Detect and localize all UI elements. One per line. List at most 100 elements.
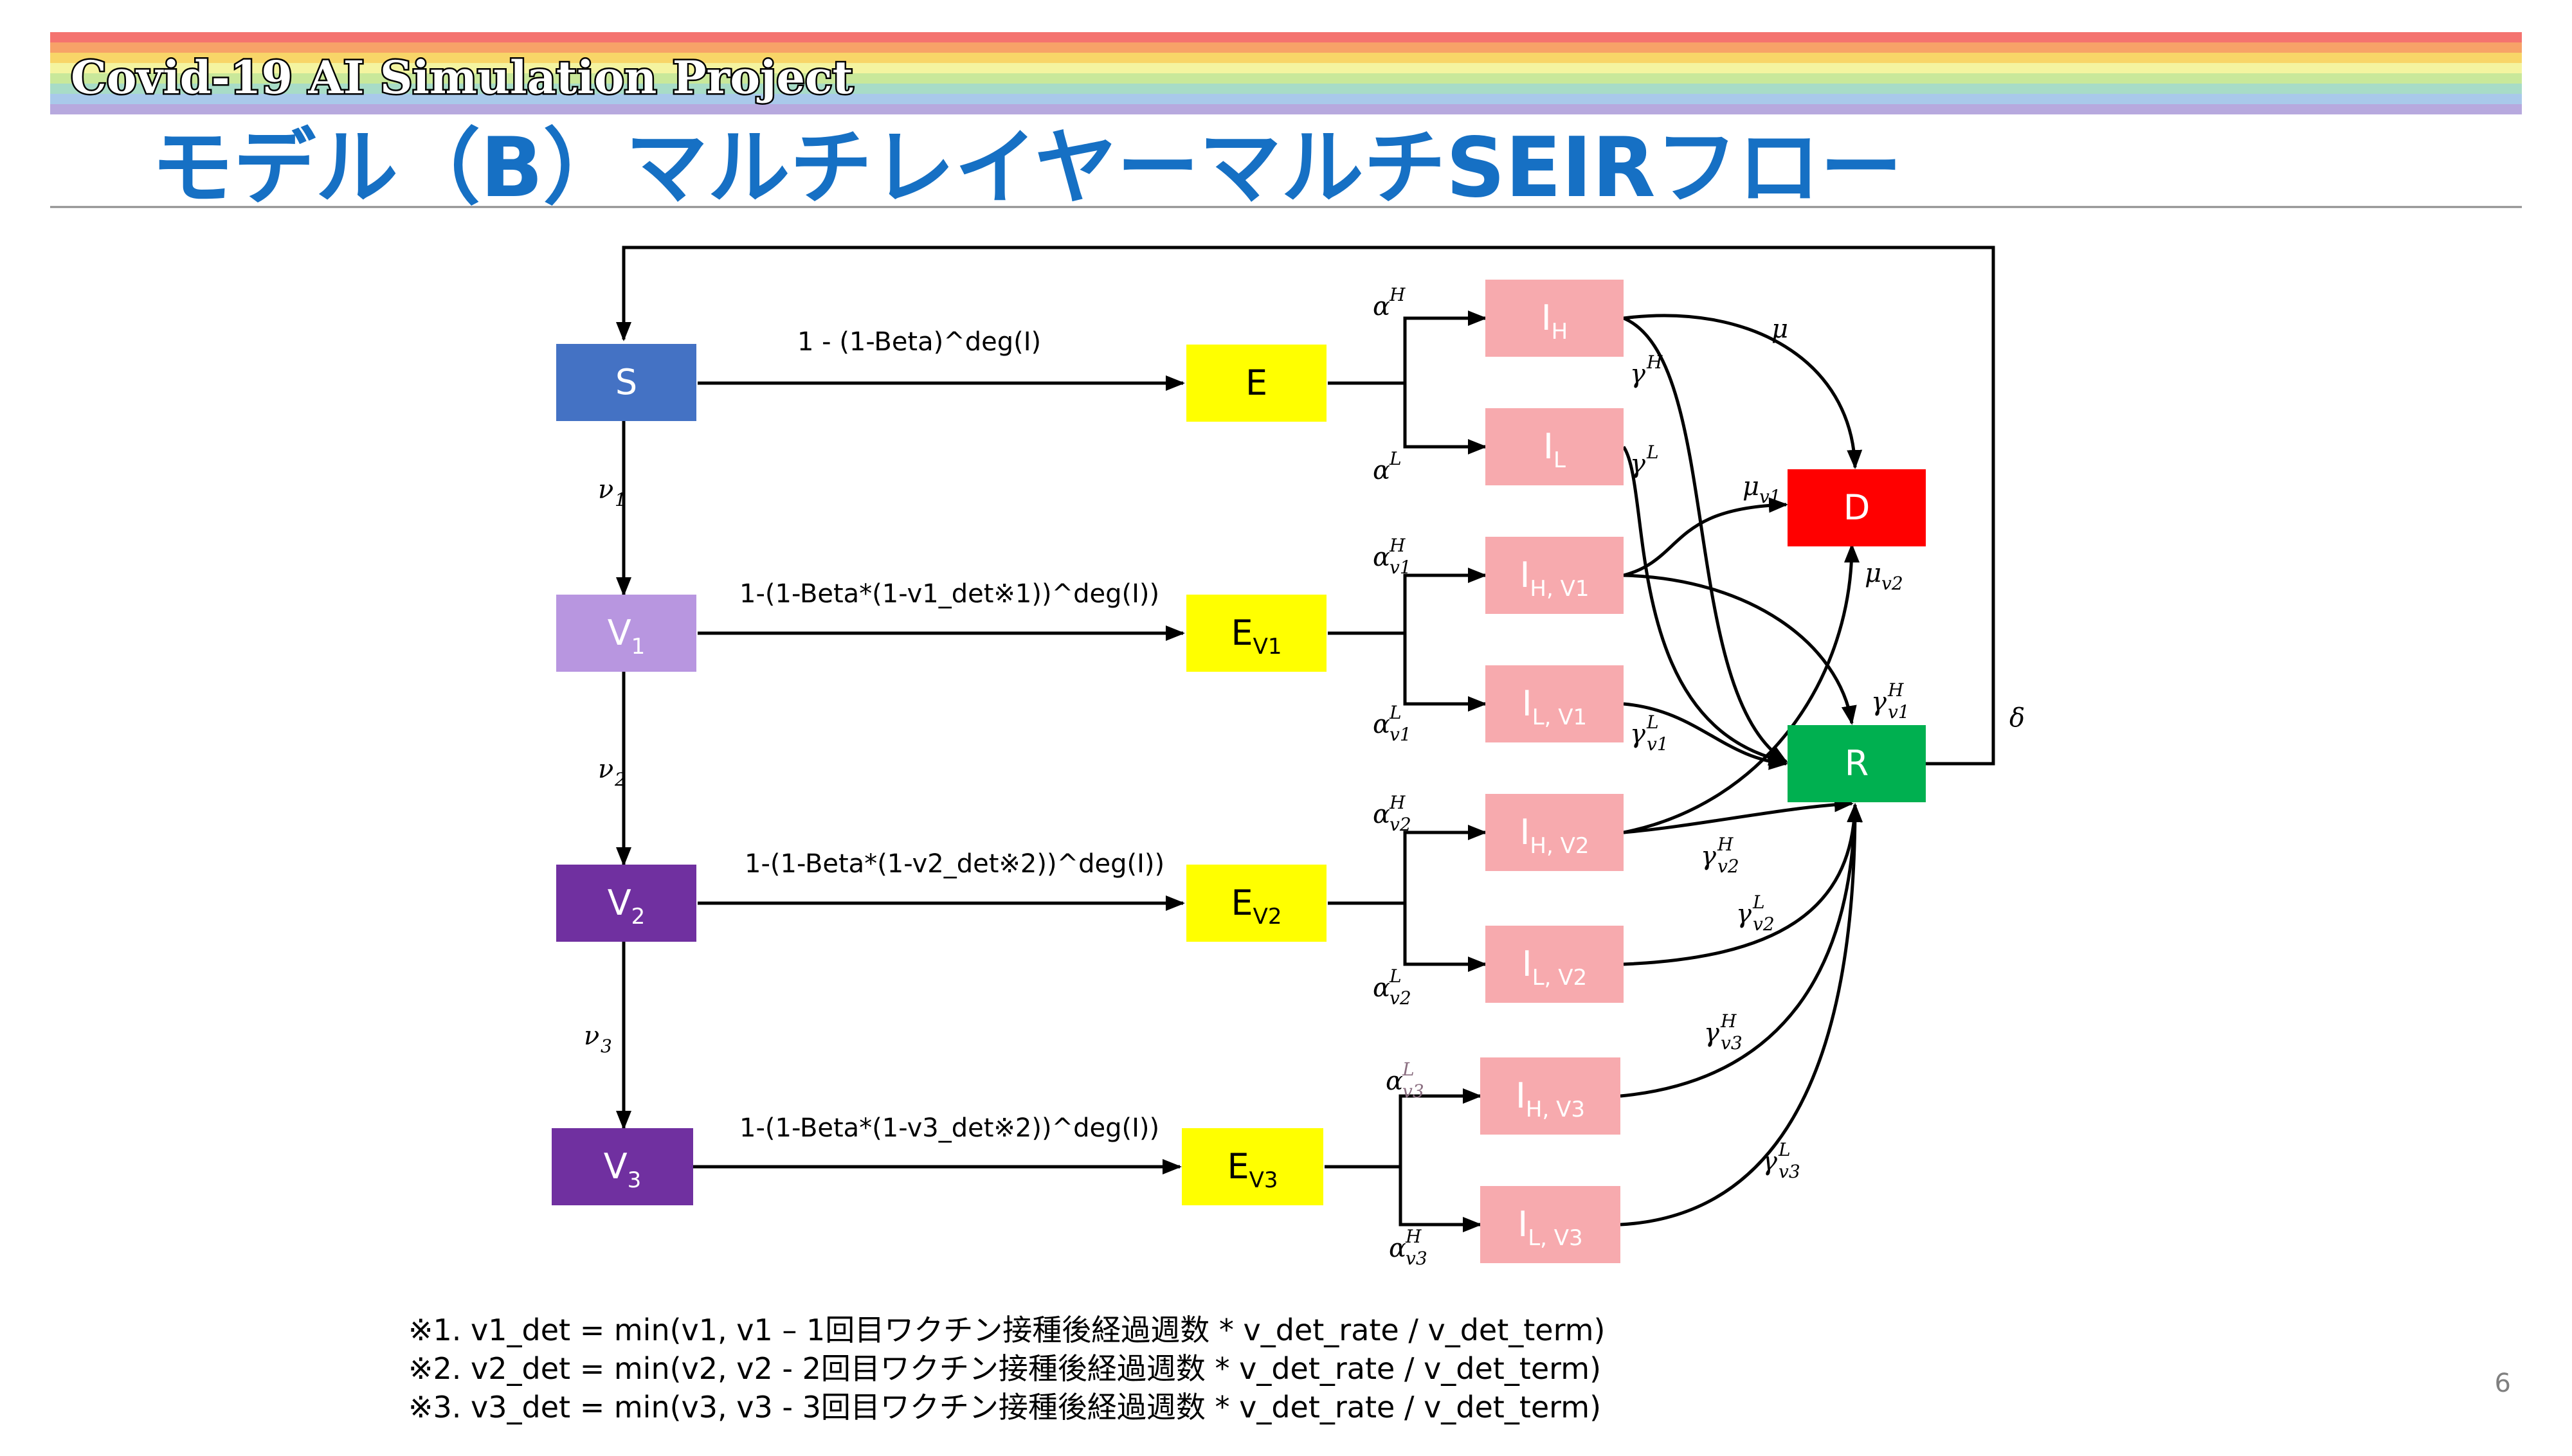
svg-text:v3: v3 xyxy=(1779,1161,1800,1182)
node-label: EV1 xyxy=(1231,613,1281,660)
svg-text:γ: γ xyxy=(1630,359,1645,389)
rainbow-stripe xyxy=(50,84,2522,94)
svg-text:α: α xyxy=(1373,543,1390,572)
node-box xyxy=(1480,1186,1620,1263)
node-label: IL, V2 xyxy=(1522,944,1587,991)
project-banner-text: Covid-19 AI Simulation Project xyxy=(71,51,853,104)
rainbow-stripe xyxy=(50,73,2522,84)
svg-text:v2: v2 xyxy=(1390,987,1411,1009)
edge-ev2-to-ihv2 xyxy=(1403,825,1487,903)
edge-il-to-r xyxy=(1622,445,1788,766)
node-ev1: EV1 xyxy=(1186,595,1327,672)
svg-text:v1: v1 xyxy=(1888,701,1910,723)
svg-text:2: 2 xyxy=(614,769,626,790)
rainbow-stripe xyxy=(50,104,2522,114)
edge-ilv2-to-r xyxy=(1623,803,1863,966)
svg-text:v2: v2 xyxy=(1753,913,1775,935)
node-ilv1: IL, V1 xyxy=(1485,665,1624,742)
svg-text:v3: v3 xyxy=(1721,1032,1743,1054)
param-alpha-H: αH xyxy=(1373,284,1406,321)
node-label: V1 xyxy=(608,613,646,660)
node-label: D xyxy=(1843,487,1870,528)
node-ihv2: IH, V2 xyxy=(1485,794,1624,871)
svg-text:H: H xyxy=(1405,1226,1422,1247)
rainbow-stripe xyxy=(50,94,2522,104)
svg-text:L: L xyxy=(1646,442,1659,463)
node-box xyxy=(1485,408,1624,485)
label-v1-to-ev1: 1-(1-Beta*(1-v1_det※1))^deg(I)) xyxy=(739,579,1159,609)
svg-text:α: α xyxy=(1373,800,1390,829)
node-box xyxy=(1480,1057,1620,1135)
svg-text:γ: γ xyxy=(1736,899,1752,929)
svg-text:H: H xyxy=(1887,679,1904,701)
edge-ihv3-to-r xyxy=(1620,803,1863,1098)
edge-ilv3-to-r xyxy=(1620,803,1863,1227)
svg-text:v3: v3 xyxy=(1406,1248,1427,1269)
node-il: IL xyxy=(1485,408,1624,485)
node-v2: V2 xyxy=(556,865,696,942)
node-box xyxy=(1788,469,1926,546)
svg-text:μ: μ xyxy=(1865,559,1881,588)
edge-ih-to-r xyxy=(1623,316,1788,764)
svg-text:L: L xyxy=(1389,448,1402,469)
svg-text:γ: γ xyxy=(1871,687,1887,717)
svg-text:L: L xyxy=(1389,702,1402,723)
svg-text:H: H xyxy=(1646,352,1663,373)
svg-text:3: 3 xyxy=(601,1036,612,1057)
edge-ev3-to-ihv3 xyxy=(1399,1088,1482,1167)
node-label: V2 xyxy=(608,883,646,930)
svg-text:v1: v1 xyxy=(1647,733,1669,755)
node-box xyxy=(556,595,696,672)
node-e: E xyxy=(1186,345,1327,422)
svg-text:v2: v2 xyxy=(1717,856,1739,877)
svg-text:γ: γ xyxy=(1704,1018,1719,1048)
page-number: 6 xyxy=(2495,1369,2511,1398)
svg-text:H: H xyxy=(1720,1011,1737,1032)
node-label: IH xyxy=(1541,298,1568,345)
node-ilv2: IL, V2 xyxy=(1485,926,1624,1003)
node-box xyxy=(1485,280,1624,357)
node-box xyxy=(1186,345,1327,422)
svg-text:v2: v2 xyxy=(1390,814,1411,835)
edge-ilv1-to-r xyxy=(1623,702,1788,770)
rainbow-stripe xyxy=(50,53,2522,63)
svg-text:H: H xyxy=(1717,834,1734,855)
svg-text:α: α xyxy=(1373,973,1390,1003)
label-v2-to-ev2: 1-(1-Beta*(1-v2_det※2))^deg(I)) xyxy=(745,849,1164,879)
svg-text:H: H xyxy=(1389,535,1406,556)
edge-r-to-s xyxy=(616,246,1995,766)
node-d: D xyxy=(1788,469,1926,546)
edge-ev2-to-ilv2 xyxy=(1403,903,1487,972)
svg-text:ν: ν xyxy=(598,475,613,505)
edge-e-to-ih xyxy=(1403,310,1487,444)
svg-text:L: L xyxy=(1389,966,1402,987)
node-label: IH, V2 xyxy=(1519,812,1589,859)
node-ev2: EV2 xyxy=(1186,865,1327,942)
node-box xyxy=(1485,794,1624,871)
rainbow-stripe xyxy=(50,42,2522,53)
node-box xyxy=(1788,725,1926,802)
node-label: IL xyxy=(1543,426,1566,473)
svg-text:ν: ν xyxy=(584,1021,599,1051)
svg-text:v1: v1 xyxy=(1759,486,1781,507)
svg-text:v1: v1 xyxy=(1390,557,1411,578)
node-v3: V3 xyxy=(552,1128,693,1205)
svg-text:γ: γ xyxy=(1762,1147,1777,1176)
param-mu: μ xyxy=(1771,314,1788,344)
svg-text:μ: μ xyxy=(1771,314,1788,344)
svg-text:γ: γ xyxy=(1630,449,1645,479)
node-ilv3: IL, V3 xyxy=(1480,1186,1620,1263)
